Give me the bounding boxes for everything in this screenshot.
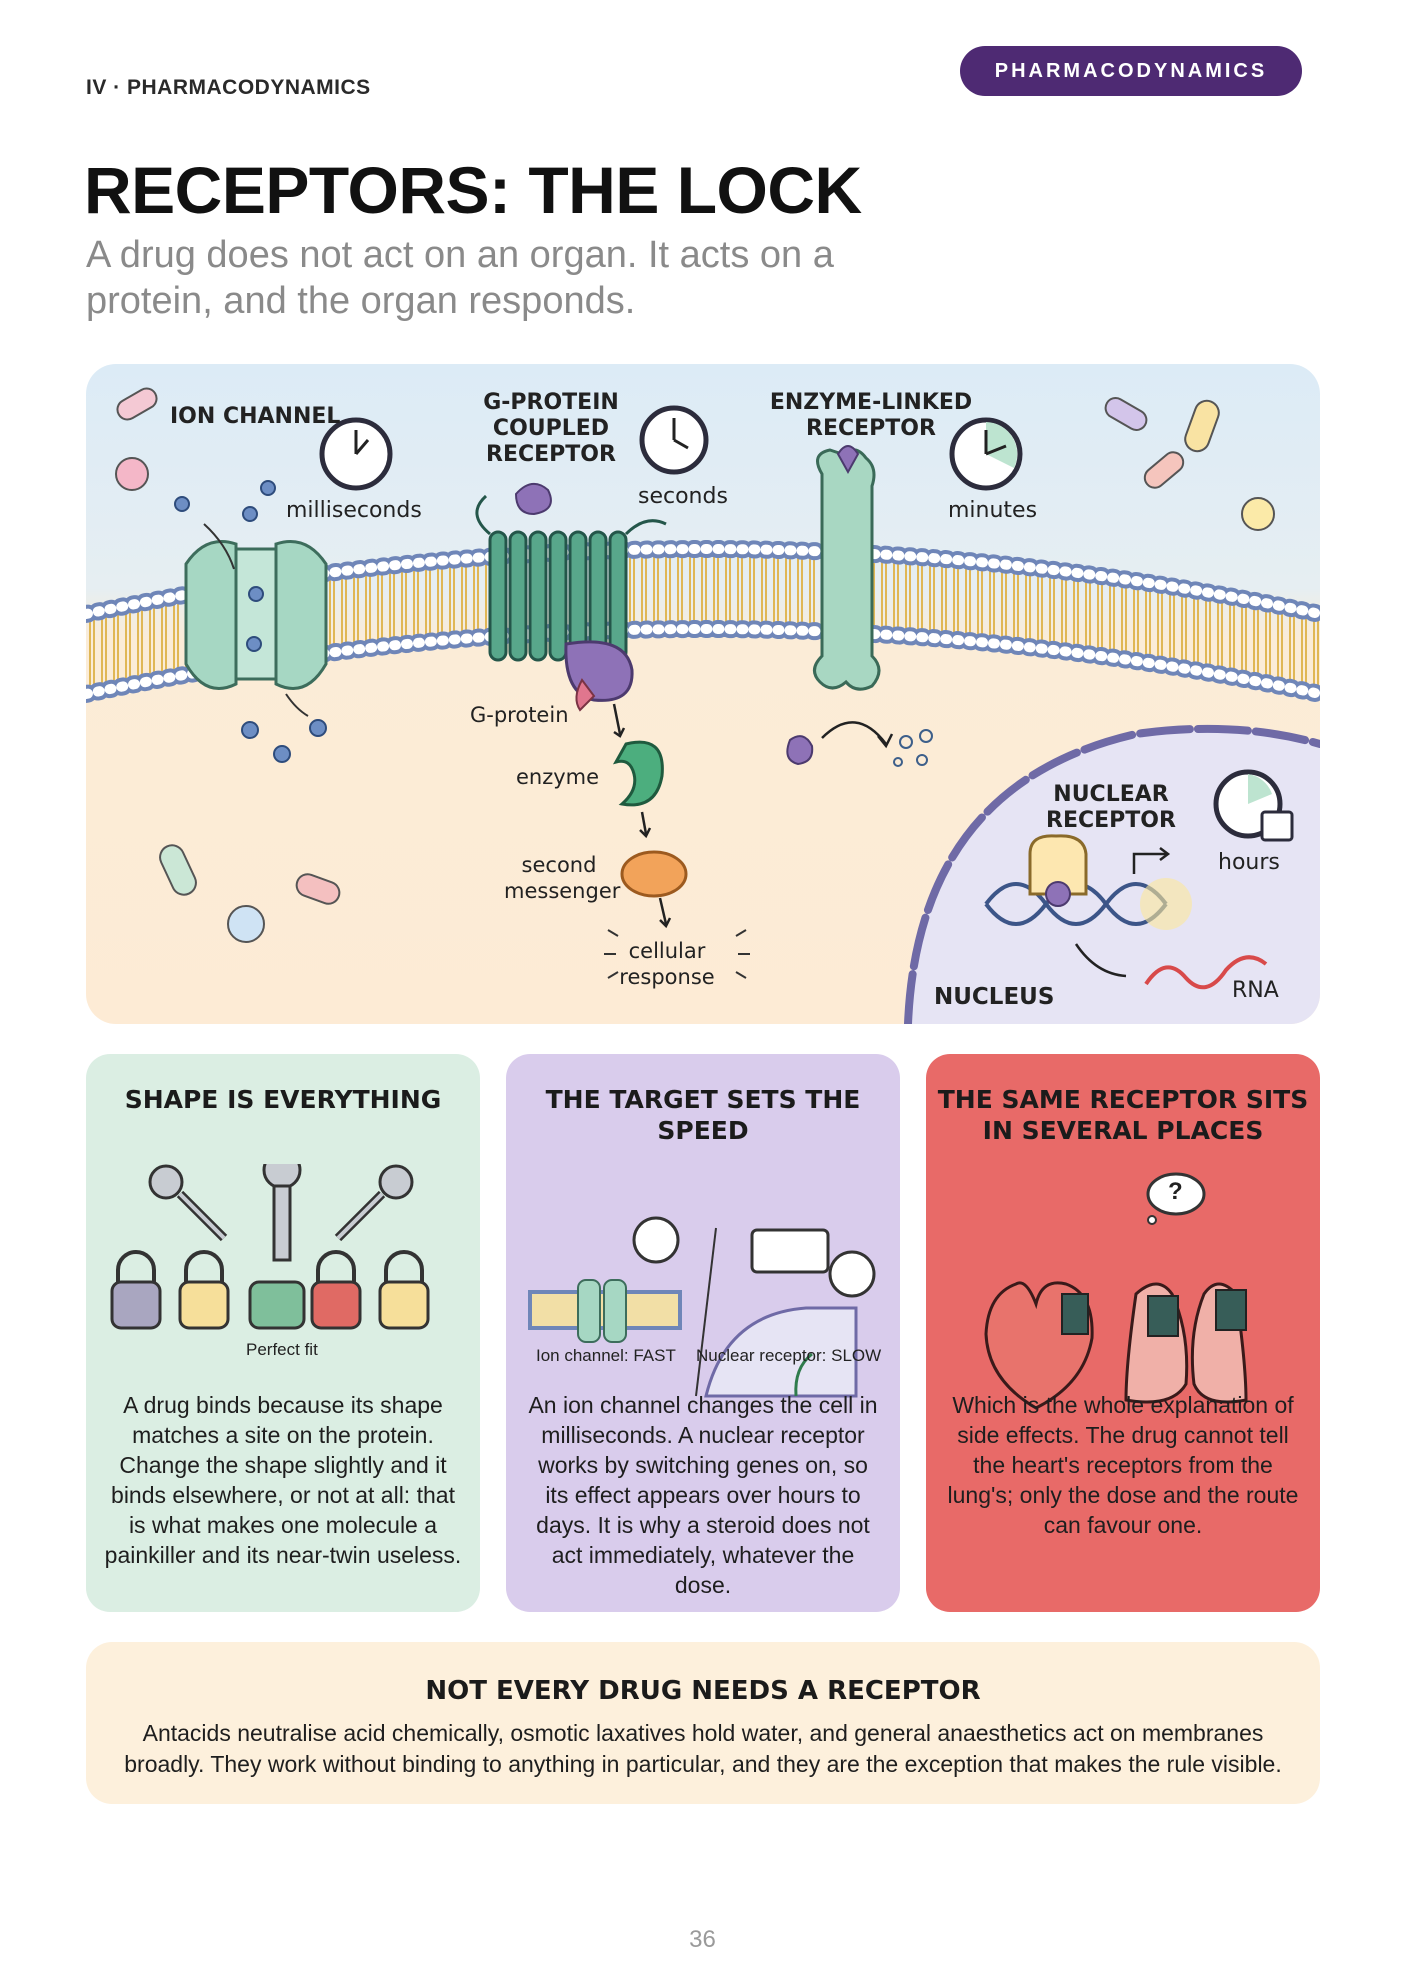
cellular-response-label: cellular response [619, 939, 715, 989]
enzyme-linked-receptor-protein [786, 445, 933, 767]
second-messenger-label: second messenger [504, 853, 621, 903]
card-body: Which is the whole explanation of side e… [947, 1392, 1299, 1538]
clock-icon-minutes [949, 417, 1023, 491]
note-box: NOT EVERY DRUG NEEDS A RECEPTOR Antacids… [86, 1642, 1320, 1804]
card-shape-is-everything: SHAPE IS EVERYTHING Perfect fit A drug b… [86, 1054, 480, 1612]
keys-and-locks-illustration [110, 1164, 430, 1330]
enzyme-label: enzyme [516, 765, 600, 789]
nucleus-label: NUCLEUS [934, 984, 1055, 1010]
card-title: THE TARGET SETS THE SPEED [545, 1085, 861, 1145]
mini-ion-channel-icon [528, 1216, 682, 1343]
heart-icon [984, 1281, 1094, 1410]
key-icon [148, 1164, 414, 1262]
lungs-icon [1124, 1282, 1248, 1404]
gpcr-protein [475, 483, 667, 712]
mini-nuclear-receptor-icon [704, 1228, 876, 1398]
card-target-sets-speed: THE TARGET SETS THE SPEED Ion channel: F… [506, 1054, 900, 1612]
padlock-icons [110, 1250, 430, 1330]
signal-cascade [604, 703, 750, 979]
slow-caption: Nuclear receptor: SLOW [696, 1346, 882, 1365]
gpcr-label: G-PROTEIN COUPLED RECEPTOR [483, 390, 619, 467]
ion-channel-speed: milliseconds [286, 498, 422, 523]
chapter-tag: PHARMACODYNAMICS [960, 46, 1302, 96]
clock-calendar-icon-hours [1213, 769, 1294, 842]
pill-icons [115, 387, 1275, 943]
rna-label: RNA [1232, 978, 1279, 1003]
thought-bubble-icon [1146, 1172, 1206, 1225]
question-mark: ? [1168, 1178, 1183, 1205]
page-number: 36 [689, 1926, 716, 1953]
ion-channel-protein [174, 480, 328, 763]
perfect-fit-caption: Perfect fit [246, 1340, 318, 1359]
g-protein-label: G-protein [470, 703, 569, 727]
card-body: A drug binds because its shape matches a… [104, 1392, 462, 1568]
page-title: RECEPTORS: THE LOCK [84, 153, 862, 227]
ion-channel-label: ION CHANNEL [170, 404, 341, 429]
page-subtitle: A drug does not act on an organ. It acts… [86, 234, 834, 322]
clock-icon-milliseconds [319, 417, 393, 491]
note-title: NOT EVERY DRUG NEEDS A RECEPTOR [425, 1676, 981, 1706]
card-same-receptor: THE SAME RECEPTOR SITS IN SEVERAL PLACES… [926, 1054, 1320, 1612]
enzyme-linked-receptor-label: ENZYME-LINKED RECEPTOR [769, 390, 973, 441]
nuclear-receptor-speed: hours [1218, 850, 1280, 875]
enzyme-linked-receptor-speed: minutes [948, 498, 1038, 523]
card-title: THE SAME RECEPTOR SITS IN SEVERAL PLACES [937, 1085, 1309, 1145]
receptor-diagram: ION CHANNEL milliseconds G-PROTEIN COUPL… [86, 364, 1320, 1024]
fast-vs-slow-illustration [528, 1216, 876, 1398]
nuclear-receptor-label: NUCLEAR RECEPTOR [1046, 782, 1176, 833]
heart-and-lungs-illustration [984, 1172, 1248, 1410]
gpcr-speed: seconds [638, 484, 728, 509]
card-body: An ion channel changes the cell in milli… [528, 1392, 878, 1598]
cell-membrane-illustration [86, 364, 1320, 1024]
card-title: SHAPE IS EVERYTHING [124, 1085, 442, 1114]
fast-caption: Ion channel: FAST [536, 1346, 676, 1365]
section-label: IV · PHARMACODYNAMICS [86, 76, 371, 99]
note-body: Antacids neutralise acid chemically, osm… [124, 1720, 1282, 1777]
clock-icon-seconds [639, 405, 709, 475]
